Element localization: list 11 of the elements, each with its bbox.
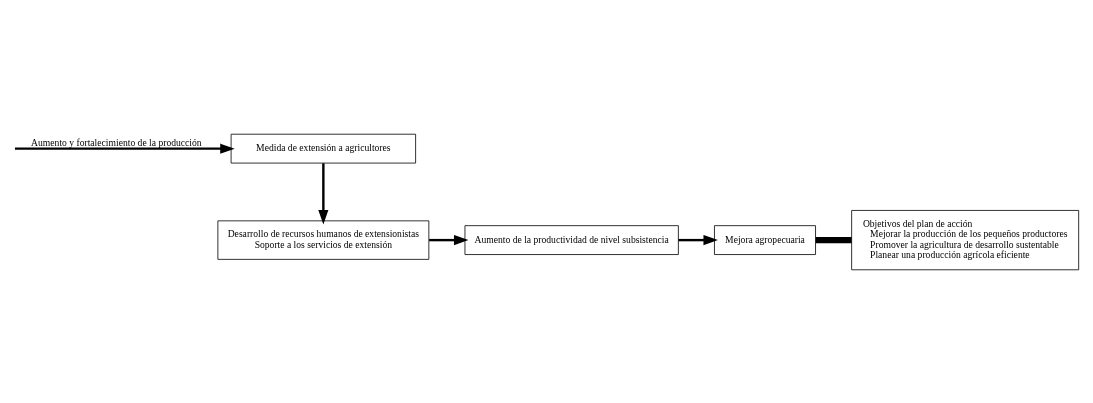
node-box: Desarrollo de recursos humanos de extensionistas Soporte a los servicios de extensión bbox=[217, 219, 430, 260]
arrow bbox=[14, 143, 235, 154]
arrow bbox=[429, 234, 469, 245]
arrow bbox=[678, 234, 718, 245]
connector bbox=[815, 236, 852, 243]
node-box: Aumento de la productividad de nivel subsistencia bbox=[464, 224, 679, 255]
arrow bbox=[318, 162, 329, 224]
node-box: Objetivos del plan de acción Mejorar la producción de los pequeños productores Promover la agricultura de desarrollo sustentable Planear una producción agrícola eficiente bbox=[851, 209, 1080, 270]
edge-label: Aumento y fortalecimiento de la producción bbox=[31, 136, 202, 148]
node-box: Mejora agropecuaria bbox=[714, 224, 816, 255]
node-box: Medida de extensión a agricultores bbox=[230, 133, 416, 163]
